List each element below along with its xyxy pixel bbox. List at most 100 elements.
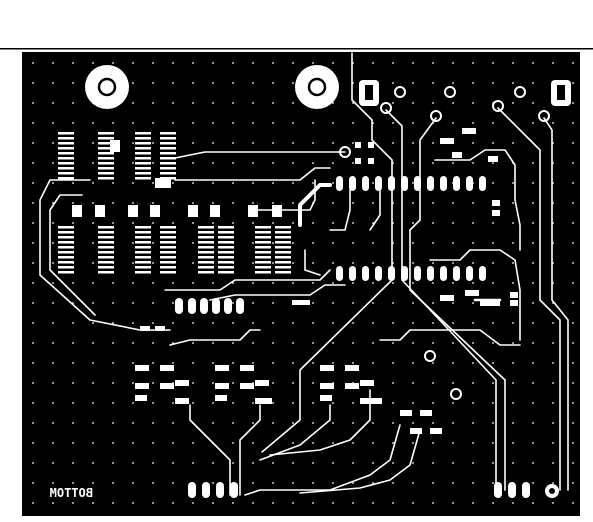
grid-dot	[172, 302, 174, 304]
grid-dot	[412, 162, 414, 164]
grid-dot	[152, 342, 154, 344]
grid-dot	[52, 62, 54, 64]
smd-pad-icon	[98, 266, 114, 269]
grid-dot	[212, 322, 214, 324]
grid-dot	[352, 282, 354, 284]
grid-dot	[332, 362, 334, 364]
grid-dot	[192, 262, 194, 264]
smd-pad-icon	[420, 410, 432, 416]
grid-dot	[512, 222, 514, 224]
grid-dot	[192, 442, 194, 444]
mounting-hole-icon	[295, 65, 339, 109]
grid-dot	[92, 282, 94, 284]
grid-dot	[412, 82, 414, 84]
grid-dot	[572, 302, 574, 304]
grid-dot	[332, 202, 334, 204]
via-icon	[514, 86, 526, 98]
smd-pad-icon	[375, 176, 382, 191]
grid-dot	[372, 442, 374, 444]
grid-dot	[352, 142, 354, 144]
connector-pad-icon	[188, 298, 196, 314]
grid-dot	[132, 342, 134, 344]
smd-pad-icon	[98, 271, 114, 274]
grid-dot	[432, 102, 434, 104]
grid-dot	[172, 402, 174, 404]
grid-dot	[32, 202, 34, 204]
smd-pad-icon	[58, 157, 74, 160]
grid-dot	[32, 482, 34, 484]
smd-pad-icon	[98, 231, 114, 234]
grid-dot	[552, 382, 554, 384]
smd-pad-icon	[160, 142, 176, 145]
grid-dot	[492, 242, 494, 244]
grid-dot	[392, 322, 394, 324]
smd-pad-icon	[215, 395, 227, 401]
grid-dot	[332, 242, 334, 244]
grid-dot	[272, 382, 274, 384]
smd-pad-icon	[135, 177, 151, 180]
grid-dot	[412, 262, 414, 264]
mounting-holes	[85, 65, 339, 109]
grid-dot	[432, 402, 434, 404]
smd-pad-icon	[135, 132, 151, 135]
grid-dot	[492, 142, 494, 144]
grid-dot	[552, 342, 554, 344]
grid-dot	[32, 322, 34, 324]
grid-dot	[132, 242, 134, 244]
grid-dot	[452, 162, 454, 164]
grid-dot	[212, 122, 214, 124]
smd-pad-icon	[98, 177, 114, 180]
grid-dot	[252, 442, 254, 444]
smd-pad-icon	[462, 128, 476, 134]
grid-dot	[412, 102, 414, 104]
grid-dot	[552, 502, 554, 504]
grid-dot	[172, 182, 174, 184]
smd-pad-icon	[401, 176, 408, 191]
grid-dot	[512, 362, 514, 364]
connector-pad-icon	[224, 298, 232, 314]
grid-dot	[492, 82, 494, 84]
smd-pad-icon	[218, 256, 234, 259]
connector-pad-icon	[236, 298, 244, 314]
grid-dot	[212, 142, 214, 144]
smd-pad-icon	[58, 226, 74, 229]
grid-dot	[432, 82, 434, 84]
grid-dot	[572, 402, 574, 404]
grid-dot	[92, 162, 94, 164]
connector-pads-top	[359, 80, 571, 106]
grid-dot	[452, 402, 454, 404]
grid-dot	[512, 422, 514, 424]
smd-pad-icon	[453, 266, 460, 281]
grid-dot	[192, 462, 194, 464]
grid-dot	[532, 242, 534, 244]
grid-dot	[112, 322, 114, 324]
grid-dot	[372, 362, 374, 364]
grid-dot	[412, 302, 414, 304]
grid-dot	[52, 102, 54, 104]
grid-dot	[32, 262, 34, 264]
grid-dot	[512, 202, 514, 204]
smd-pad-icon	[198, 226, 214, 229]
grid-dot	[52, 162, 54, 164]
grid-dot	[152, 222, 154, 224]
grid-dot	[472, 222, 474, 224]
grid-dot	[292, 82, 294, 84]
smd-pad-icon	[160, 246, 176, 249]
grid-dot	[352, 202, 354, 204]
grid-dot	[112, 382, 114, 384]
grid-dot	[532, 322, 534, 324]
smd-pad-icon	[98, 241, 114, 244]
smd-pad-icon	[135, 231, 151, 234]
smd-pad-icon	[360, 380, 374, 386]
grid-dot	[312, 402, 314, 404]
grid-dot	[252, 462, 254, 464]
grid-dot	[352, 122, 354, 124]
grid-dot	[272, 282, 274, 284]
grid-dot	[552, 422, 554, 424]
grid-dot	[292, 282, 294, 284]
grid-dot	[152, 262, 154, 264]
grid-dot	[472, 502, 474, 504]
grid-dot	[512, 382, 514, 384]
grid-dot	[432, 322, 434, 324]
grid-dot	[292, 482, 294, 484]
